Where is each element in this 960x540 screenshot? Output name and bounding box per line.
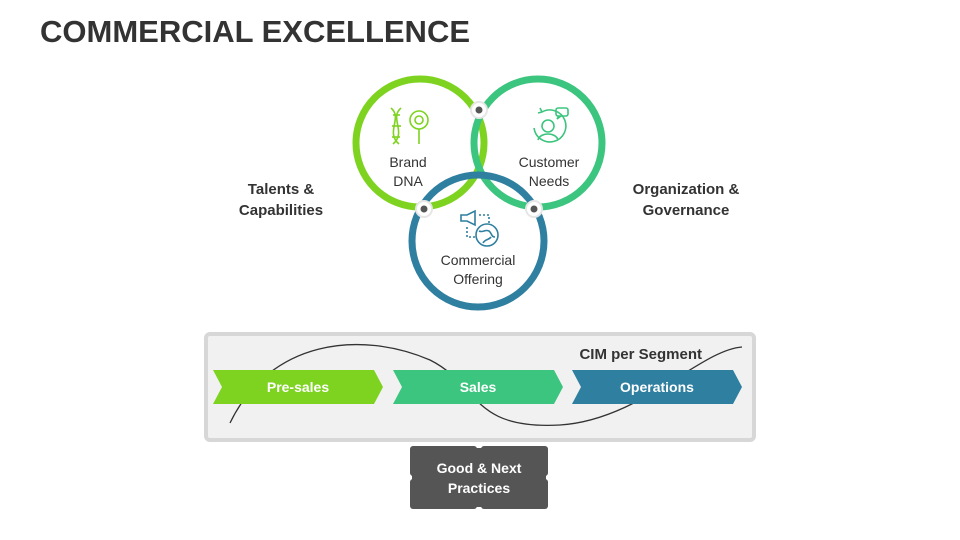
organization-governance-label: Organization & Governance — [632, 181, 740, 219]
talents-capabilities-label: Talents & Capabilities — [238, 181, 324, 219]
dna-magnifier-icon — [390, 107, 429, 145]
stage-sales: Sales — [393, 370, 563, 404]
intersection-node-right — [525, 200, 543, 218]
intersection-node-top — [470, 101, 488, 119]
intersection-node-left — [415, 200, 433, 218]
brand-dna-label: Brand DNA — [389, 154, 427, 189]
stage-pre-sales: Pre-sales — [213, 370, 383, 404]
commercial-offering-ring — [408, 171, 548, 311]
customer-support-icon — [533, 107, 569, 143]
commercial-offering-label: Commercial Offering — [440, 252, 516, 287]
page-title: COMMERCIAL EXCELLENCE — [40, 14, 471, 49]
good-next-practices-label: Good & Next Practices — [436, 459, 522, 496]
stage-operations: Operations — [572, 370, 742, 404]
customer-needs-label: Customer Needs — [518, 154, 580, 189]
megaphone-globe-icon — [460, 209, 499, 247]
panel-title: CIM per Segment — [579, 346, 702, 363]
